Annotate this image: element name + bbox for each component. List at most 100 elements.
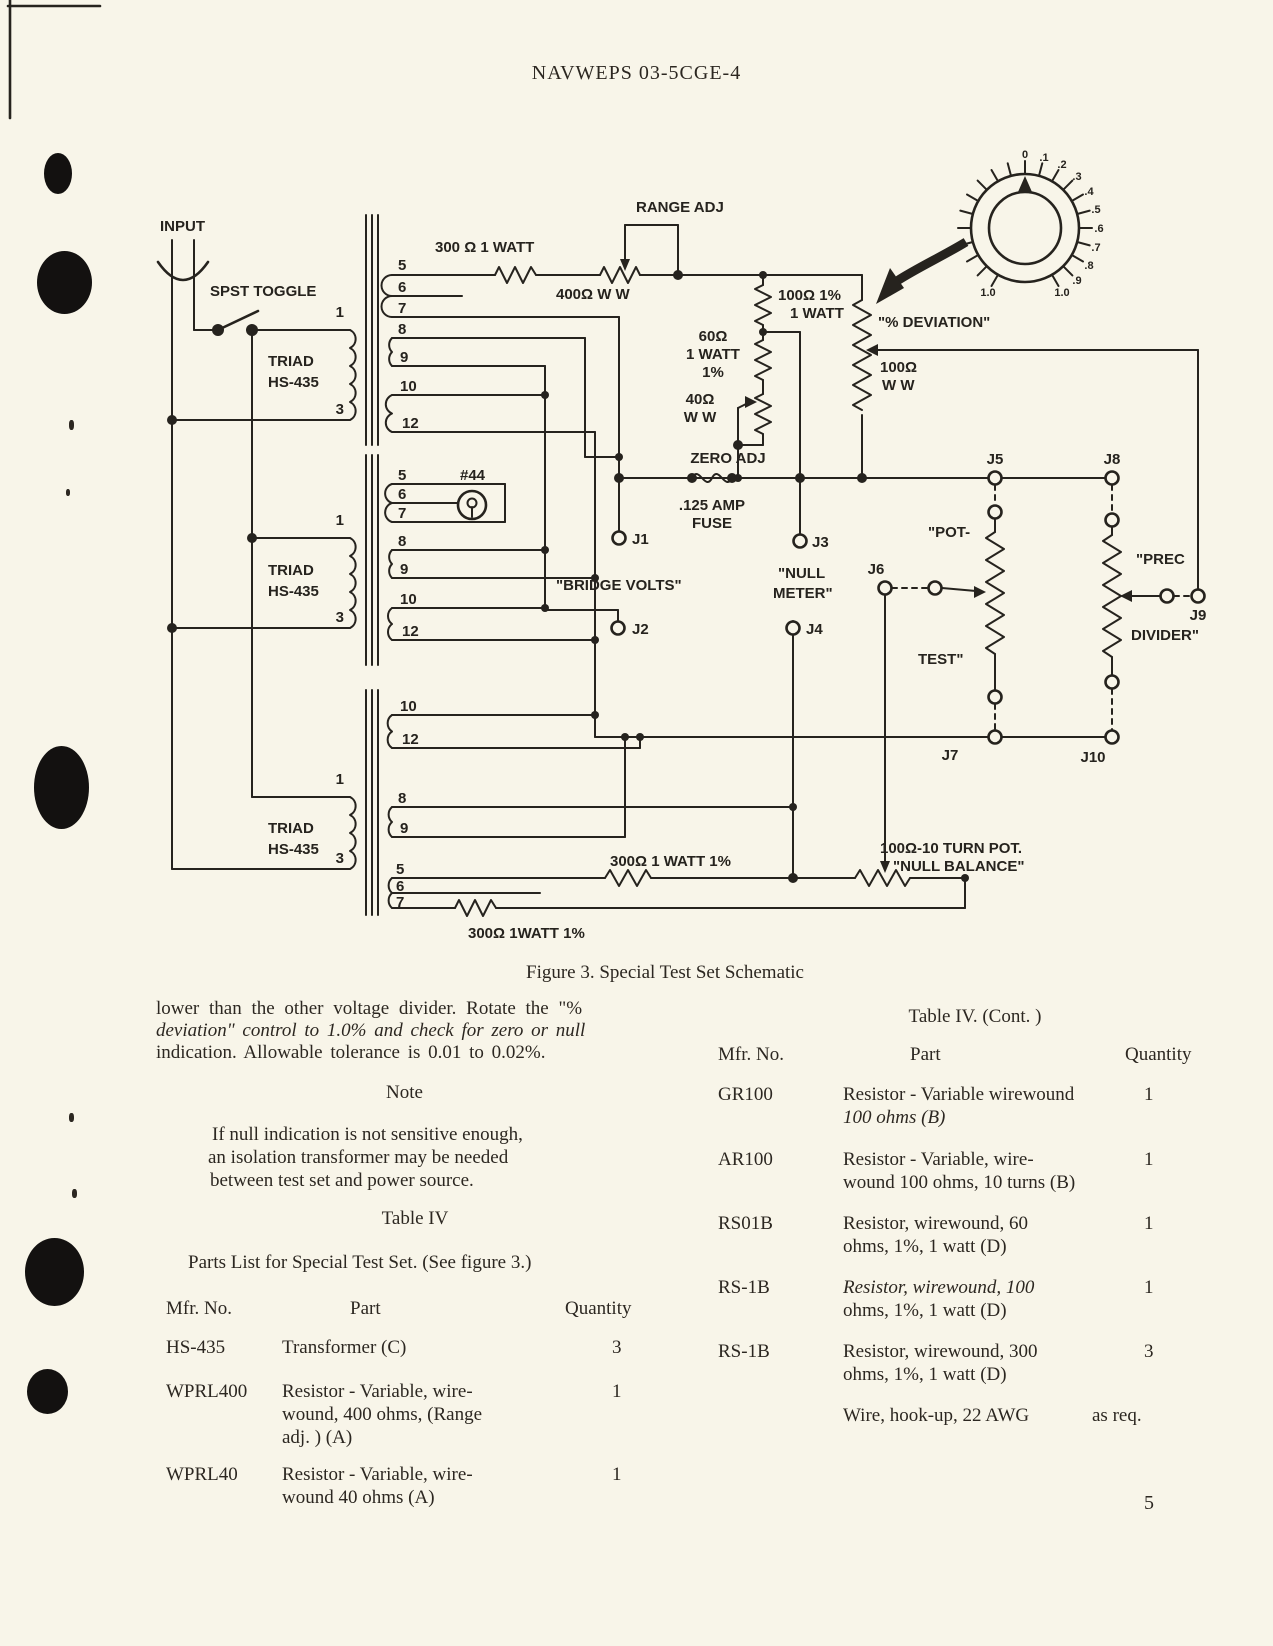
pot-400-label: 400Ω W W — [556, 286, 631, 303]
note-line: an isolation transformer may be needed — [208, 1147, 509, 1168]
terminal-number: 6 — [398, 486, 406, 503]
transformer2-label: HS-435 — [268, 583, 319, 600]
part-desc: Resistor - Variable, wire- — [282, 1464, 473, 1485]
scan-artifact — [34, 746, 89, 829]
terminal-number: 10 — [400, 591, 417, 608]
dial-tick-label: .9 — [1072, 275, 1081, 287]
terminal-number: 5 — [398, 257, 406, 274]
body-paragraph-line: deviation" control to 1.0% and check for… — [156, 1020, 586, 1041]
pot-test-label: TEST" — [918, 651, 963, 668]
scan-edge-marks — [6, 0, 102, 120]
resistor-60-label: 60Ω — [699, 328, 728, 345]
resistor-60-label: 1% — [702, 364, 724, 381]
mfr-no: HS-435 — [166, 1337, 226, 1358]
mfr-no: WPRL400 — [166, 1381, 248, 1402]
terminal-number: 6 — [398, 279, 406, 296]
part-desc: Resistor - Variable, wire- — [282, 1381, 473, 1402]
bridge-volts-label: "BRIDGE VOLTS" — [556, 577, 682, 594]
quantity: 1 — [612, 1464, 622, 1485]
dial-tick-label: 1.0 — [980, 287, 995, 299]
resistor-100-1pct-label: 1 WATT — [790, 305, 844, 322]
transformer3-label: HS-435 — [268, 841, 319, 858]
quantity: 1 — [1144, 1149, 1154, 1170]
mfr-no: RS-1B — [718, 1341, 770, 1362]
page-header: NAVWEPS 03-5CGE-4 — [531, 62, 742, 84]
fuse-label: FUSE — [692, 515, 732, 532]
table-left-subtitle: Parts List for Special Test Set. (See fi… — [188, 1252, 532, 1273]
dial-tick-label: .6 — [1094, 223, 1103, 235]
mfr-no: RS01B — [718, 1213, 773, 1234]
terminal-number: 3 — [336, 850, 344, 867]
terminal-number: 1 — [336, 512, 344, 529]
quantity: 3 — [612, 1337, 622, 1358]
terminal-number: 9 — [400, 561, 408, 578]
terminal-number: 10 — [400, 378, 417, 395]
note-line: between test set and power source. — [210, 1170, 474, 1191]
null-balance-label: 100Ω-10 TURN POT. — [880, 840, 1022, 857]
part-desc: wound 40 ohms (A) — [282, 1487, 435, 1508]
null-balance-label: "NULL BALANCE" — [893, 858, 1024, 875]
null-meter-label: METER" — [773, 585, 833, 602]
mfr-no: WPRL40 — [166, 1464, 238, 1485]
dial-tick-label: .7 — [1091, 242, 1100, 254]
pot-test-label: "POT- — [928, 524, 970, 541]
page-number: 5 — [1144, 1492, 1154, 1514]
resistor-100-1pct-label: 100Ω 1% — [778, 287, 841, 304]
terminal-number: 1 — [336, 304, 344, 321]
part-desc: wound, 400 ohms, (Range — [282, 1404, 483, 1425]
table-right-header-part: Part — [910, 1044, 941, 1065]
transformer1-label: TRIAD — [268, 353, 314, 370]
resistor-300-mid-label: 300Ω 1 WATT 1% — [610, 853, 731, 870]
part-desc: Resistor - Variable, wire- — [843, 1149, 1034, 1170]
terminal-number: 5 — [396, 861, 404, 878]
spst-toggle-label: SPST TOGGLE — [210, 283, 316, 300]
part-desc: 100 ohms (B) — [843, 1107, 946, 1128]
quantity: 1 — [1144, 1084, 1154, 1105]
table-right-header-qty: Quantity — [1125, 1044, 1192, 1065]
mfr-no: AR100 — [718, 1149, 773, 1170]
dial-tick-label: .3 — [1072, 171, 1081, 183]
part-desc: ohms, 1%, 1 watt (D) — [843, 1364, 1007, 1385]
pot-100ww-label: 100Ω — [880, 359, 917, 376]
zero-adj-label: ZERO ADJ — [690, 450, 765, 467]
schematic-labels: INPUT SPST TOGGLE TRIAD HS-435 TRIAD HS-… — [160, 199, 1206, 942]
scan-artifact — [44, 153, 72, 194]
dial-tick-label: .8 — [1084, 260, 1093, 272]
terminal-number: 3 — [336, 609, 344, 626]
part-desc: Resistor, wirewound, 60 — [843, 1213, 1028, 1234]
terminal-number: 7 — [398, 505, 406, 522]
jack-label-j9: J9 — [1190, 607, 1207, 624]
quantity: as req. — [1092, 1405, 1142, 1426]
part-desc: ohms, 1%, 1 watt (D) — [843, 1236, 1007, 1257]
jack-label-j2: J2 — [632, 621, 649, 638]
scan-artifact — [37, 251, 92, 314]
terminal-number: 9 — [400, 349, 408, 366]
table-left-title: Table IV — [381, 1208, 449, 1229]
part-desc: adj. ) (A) — [282, 1427, 353, 1448]
fuse-label: .125 AMP — [679, 497, 745, 514]
terminal-number: 12 — [402, 731, 419, 748]
note-title: Note — [386, 1082, 423, 1103]
figure-caption: Figure 3. Special Test Set Schematic — [526, 962, 804, 983]
terminal-number: 9 — [400, 820, 408, 837]
part-desc: Wire, hook-up, 22 AWG — [843, 1405, 1030, 1426]
terminal-number: 8 — [398, 533, 406, 550]
body-paragraph-line: indication. Allowable tolerance is 0.01 … — [156, 1042, 546, 1063]
terminal-number: 5 — [398, 467, 406, 484]
terminal-number: 7 — [396, 894, 404, 911]
part-desc: Resistor, wirewound, 100 — [843, 1277, 1035, 1298]
jack-label-j1: J1 — [632, 531, 649, 548]
jack-label-j7: J7 — [942, 747, 959, 764]
scan-artifact — [69, 1113, 74, 1122]
terminal-number: 6 — [396, 878, 404, 895]
pot-100ww-label: W W — [882, 377, 915, 394]
jack-label-j5: J5 — [987, 451, 1004, 468]
quantity: 1 — [1144, 1277, 1154, 1298]
part-desc: Resistor, wirewound, 300 — [843, 1341, 1038, 1362]
null-meter-label: "NULL — [778, 565, 825, 582]
jack-label-j6: J6 — [868, 561, 885, 578]
scan-artifact — [69, 420, 74, 430]
terminal-number: 8 — [398, 790, 406, 807]
part-desc: ohms, 1%, 1 watt (D) — [843, 1300, 1007, 1321]
